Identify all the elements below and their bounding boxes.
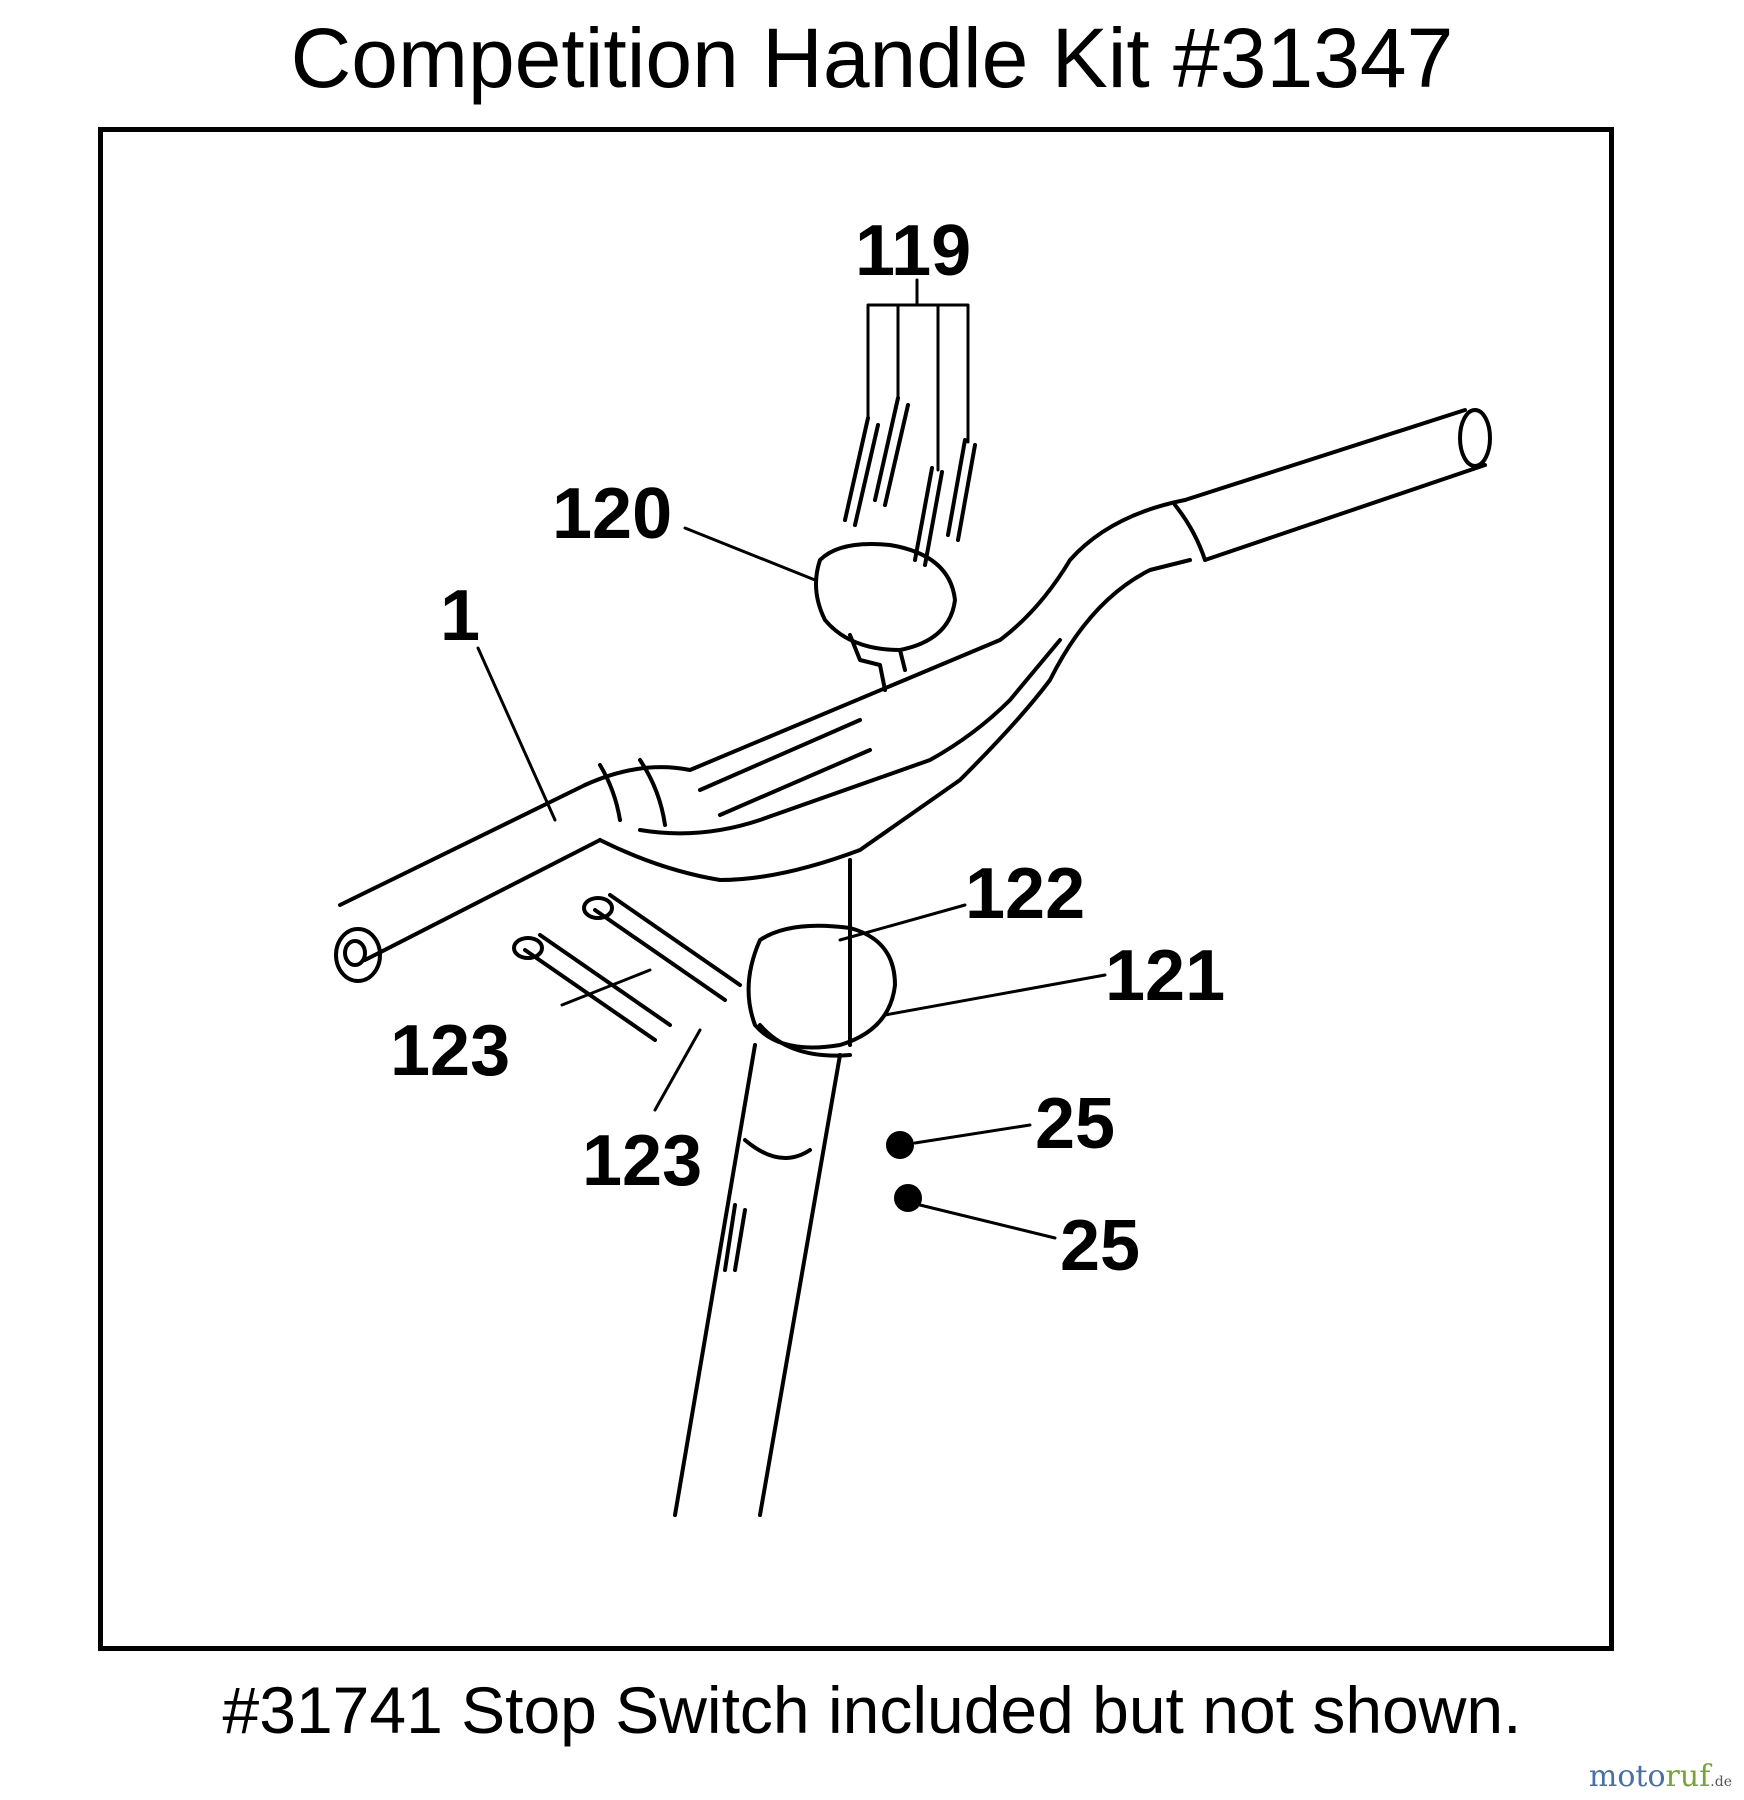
callout-123-left: 123 <box>390 1011 510 1091</box>
footer-note: #31741 Stop Switch included but not show… <box>222 1673 1522 1747</box>
leader-lines <box>476 278 1107 1240</box>
watermark-logo: motoruf.de <box>1589 1759 1732 1794</box>
callout-120: 120 <box>552 474 672 554</box>
handle-stem-part <box>673 1043 842 1517</box>
callout-123-bottom: 123 <box>582 1121 702 1201</box>
bolt-parts-123 <box>512 893 742 1042</box>
callout-1: 1 <box>440 576 480 656</box>
watermark-suffix: .de <box>1710 1774 1732 1790</box>
handlebar-part <box>334 408 1492 983</box>
screw-parts-119 <box>843 396 977 567</box>
nut-parts-25 <box>886 1131 922 1212</box>
diagram-frame <box>98 127 1614 1651</box>
callout-121: 121 <box>1105 936 1225 1016</box>
callout-122: 122 <box>965 854 1085 934</box>
watermark-part1: moto <box>1588 1759 1666 1794</box>
callout-25-lower: 25 <box>1060 1206 1140 1286</box>
diagram-title: Competition Handle Kit #31347 <box>290 11 1454 105</box>
callout-119: 119 <box>855 211 971 291</box>
watermark-part2: ruf <box>1665 1759 1711 1794</box>
riser-clamp-part <box>746 858 897 1058</box>
callout-25-upper: 25 <box>1035 1084 1115 1164</box>
handle-clamp-part <box>814 542 957 692</box>
